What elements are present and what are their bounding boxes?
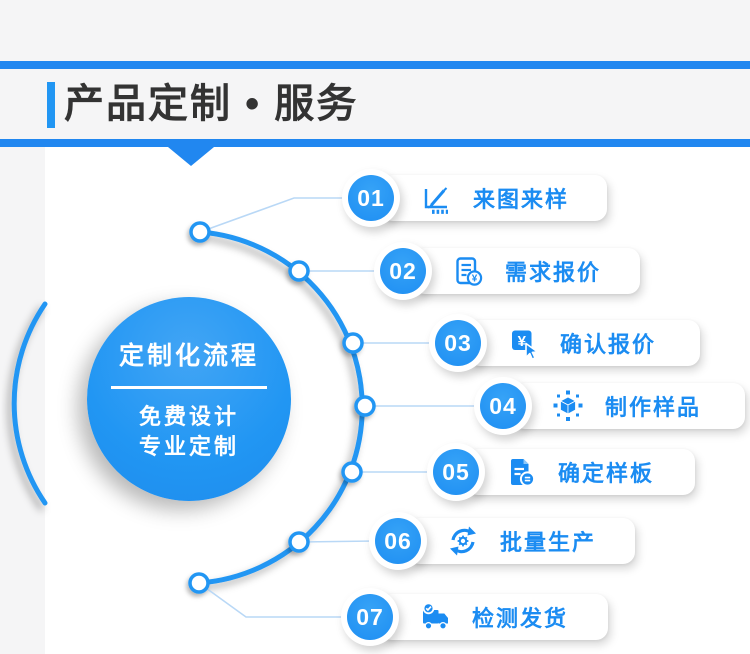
step-pill: 确定样板 bbox=[466, 449, 695, 495]
connector-line-1 bbox=[199, 197, 348, 233]
sketch-drawing-icon bbox=[424, 187, 448, 214]
step-number: 01 bbox=[348, 175, 394, 221]
step-number: 05 bbox=[433, 449, 479, 495]
step-pill: ¥ 确认报价 bbox=[468, 320, 700, 366]
top-band bbox=[0, 0, 750, 61]
flow-node-5 bbox=[341, 461, 363, 483]
sample-cube-icon bbox=[553, 390, 583, 421]
step-number: 03 bbox=[435, 320, 481, 366]
center-badge-divider bbox=[111, 386, 267, 389]
header-rule-bottom bbox=[0, 139, 750, 147]
center-badge-title: 定制化流程 bbox=[118, 342, 259, 370]
step-number: 04 bbox=[480, 383, 526, 429]
step-number: 02 bbox=[380, 248, 426, 294]
step-label: 检测发货 bbox=[472, 606, 569, 631]
step-label: 制作样品 bbox=[605, 395, 702, 420]
step-pill: 制作样品 bbox=[513, 383, 745, 429]
section-title: 产品定制 • 服务 bbox=[64, 82, 359, 126]
flow-node-7 bbox=[188, 572, 210, 594]
production-cycle-icon bbox=[450, 526, 476, 556]
delivery-truck-icon bbox=[422, 602, 448, 630]
center-badge-line1: 免费设计 bbox=[138, 404, 239, 429]
step-label: 确认报价 bbox=[560, 332, 657, 357]
step-pill: 检测发货 bbox=[380, 594, 608, 640]
step-label: 批量生产 bbox=[500, 530, 597, 555]
flow-node-6 bbox=[288, 531, 310, 553]
step-number: 06 bbox=[375, 518, 421, 564]
step-label: 需求报价 bbox=[505, 260, 602, 285]
quote-document-icon: ¥ bbox=[456, 257, 483, 286]
flow-node-3 bbox=[342, 332, 364, 354]
confirm-price-icon: ¥ bbox=[512, 330, 539, 360]
step-pill: 批量生产 bbox=[408, 518, 635, 564]
section-header: 产品定制 • 服务 bbox=[0, 69, 750, 139]
confirm-template-icon bbox=[511, 459, 536, 487]
svg-text:¥: ¥ bbox=[472, 273, 478, 284]
flow-node-2 bbox=[288, 260, 310, 282]
flow-arc-left bbox=[11, 301, 48, 506]
flow-node-1 bbox=[189, 221, 211, 243]
connector-line-7 bbox=[198, 582, 347, 618]
step-label: 来图来样 bbox=[473, 187, 570, 212]
step-label: 确定样板 bbox=[558, 461, 655, 486]
step-pill: ¥ 需求报价 bbox=[413, 248, 640, 294]
header-rule-top bbox=[0, 61, 750, 69]
step-number: 07 bbox=[347, 594, 393, 640]
title-accent-bar bbox=[47, 82, 55, 128]
center-badge-line2: 专业定制 bbox=[138, 434, 239, 459]
step-pill: 来图来样 bbox=[381, 175, 607, 221]
flow-node-4 bbox=[354, 395, 376, 417]
connector-line-6 bbox=[298, 540, 376, 543]
header-pointer-triangle bbox=[168, 147, 214, 166]
svg-text:¥: ¥ bbox=[518, 333, 527, 350]
left-margin-strip bbox=[0, 147, 45, 654]
process-center-badge: 定制化流程 免费设计 专业定制 bbox=[87, 297, 291, 501]
